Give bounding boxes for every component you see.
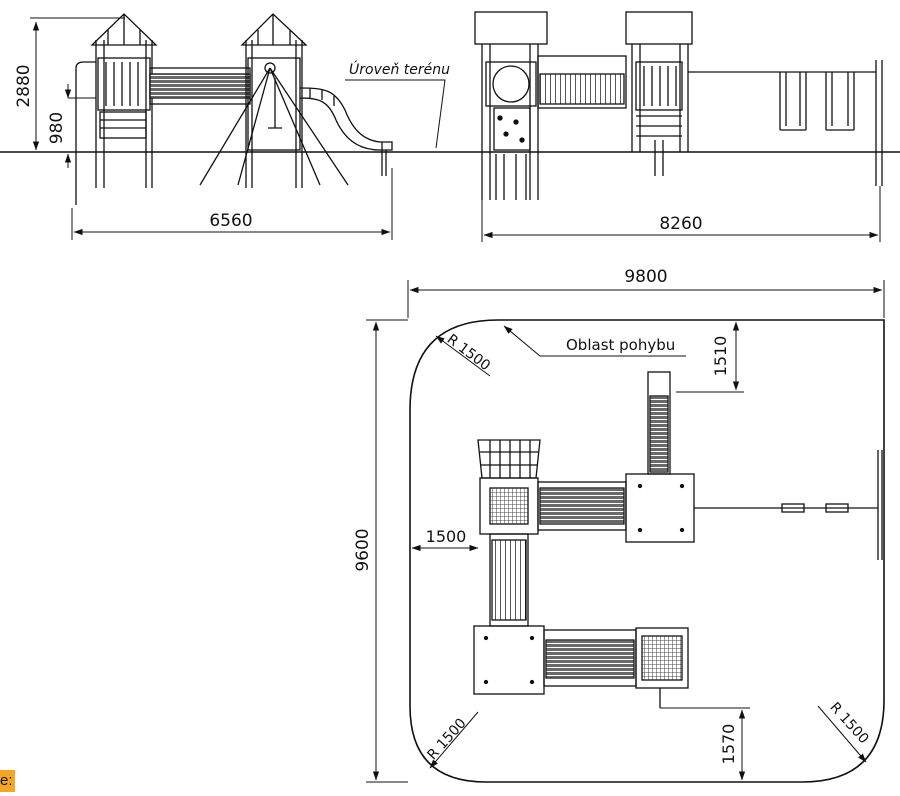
front-view bbox=[445, 11, 900, 200]
dim-side-height-total: 2880 bbox=[14, 64, 34, 107]
front-view-dimensions bbox=[481, 180, 881, 242]
movement-area-outline bbox=[409, 319, 885, 783]
dim-plan-width: 9800 bbox=[624, 267, 667, 287]
dim-plan-height: 9600 bbox=[353, 528, 373, 571]
side-view-dimensions bbox=[30, 17, 446, 240]
plan-view-dimensions bbox=[366, 280, 885, 783]
ground-level-label: Úroveň terénu bbox=[349, 60, 450, 78]
dim-clearance-top: 1510 bbox=[711, 336, 730, 377]
dim-clearance-left: 1500 bbox=[426, 527, 467, 546]
corner-badge: e: bbox=[0, 770, 15, 792]
side-view bbox=[0, 13, 445, 205]
radius-label-top-left: R 1500 bbox=[444, 331, 493, 374]
dim-front-width: 8260 bbox=[659, 214, 702, 234]
dim-side-height-platform: 980 bbox=[47, 112, 67, 144]
dim-side-width: 6560 bbox=[209, 211, 252, 231]
plan-view bbox=[409, 319, 885, 783]
radius-label-bottom-left: R 1500 bbox=[424, 715, 469, 763]
movement-area-label: Oblast pohybu bbox=[566, 336, 675, 354]
dim-clearance-bottom: 1570 bbox=[719, 724, 738, 765]
